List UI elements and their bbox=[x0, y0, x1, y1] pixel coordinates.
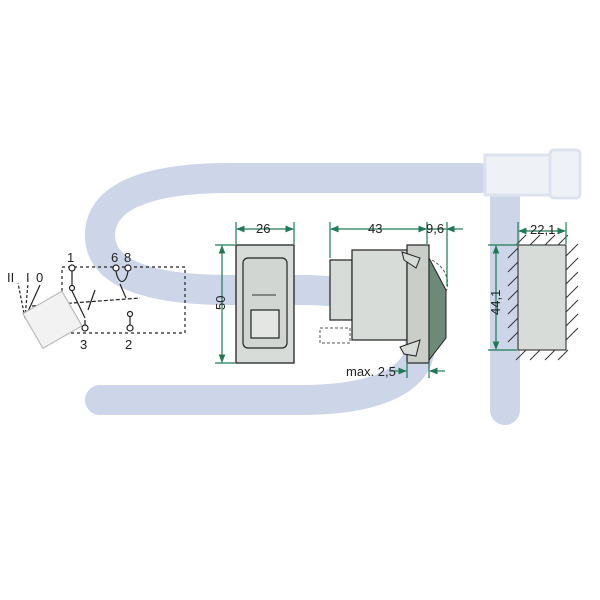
side-rocker bbox=[428, 257, 447, 362]
side-length-label: 43 bbox=[368, 221, 382, 236]
terminal-2-dot bbox=[126, 324, 134, 332]
watermark-plug bbox=[483, 153, 557, 197]
switch-schematic bbox=[17, 264, 186, 350]
front-height-label: 50 bbox=[213, 296, 228, 310]
watermark-plug-nut bbox=[548, 148, 582, 200]
side-view: 43 9,6 max. 2,5 bbox=[319, 221, 463, 379]
position-label-i: I bbox=[26, 270, 30, 285]
cutout-view: 22,1 44,1 bbox=[488, 222, 579, 361]
side-body-back bbox=[329, 259, 353, 321]
terminal-label-1: 1 bbox=[67, 250, 74, 265]
cutout-width-label: 22,1 bbox=[530, 222, 555, 237]
front-width-label: 26 bbox=[256, 221, 270, 236]
side-latch-top bbox=[401, 251, 421, 269]
actuator-block bbox=[22, 290, 83, 350]
front-indicator-window bbox=[250, 309, 280, 339]
terminal-1-dot bbox=[68, 264, 76, 272]
terminal-2-mid-dot bbox=[126, 310, 134, 318]
cutout-opening bbox=[517, 244, 567, 351]
terminal-label-2: 2 bbox=[125, 337, 132, 352]
side-rocker-alt-position bbox=[431, 259, 448, 293]
side-rocker-label: 9,6 bbox=[426, 221, 444, 236]
terminal-label-3: 3 bbox=[80, 337, 87, 352]
cutout-height-label: 44,1 bbox=[488, 290, 503, 315]
terminal-3-dot bbox=[81, 324, 89, 332]
terminal-8-dot bbox=[124, 264, 132, 272]
side-bottom-label: max. 2,5 bbox=[346, 364, 396, 379]
terminal-mid-dot bbox=[68, 284, 76, 292]
position-label-0: 0 bbox=[36, 270, 43, 285]
side-body bbox=[351, 249, 408, 341]
front-view: 26 50 bbox=[213, 221, 295, 364]
side-latch-bottom bbox=[399, 339, 421, 357]
terminal-label-6: 6 bbox=[111, 250, 118, 265]
position-line-ii bbox=[17, 282, 26, 319]
position-label-ii: II bbox=[7, 270, 14, 285]
terminal-6-dot bbox=[112, 264, 120, 272]
schematic-labels: II I 0 1 6 8 3 2 bbox=[7, 250, 132, 352]
terminal-label-8: 8 bbox=[124, 250, 131, 265]
side-terminal-dashed bbox=[319, 327, 351, 344]
